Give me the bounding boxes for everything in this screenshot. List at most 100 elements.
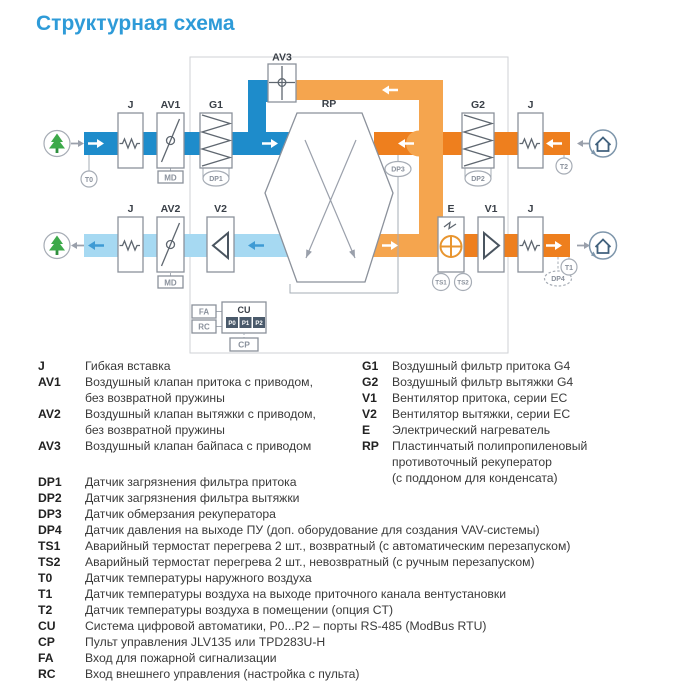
port-p1 [239,317,252,328]
supply-flow-arrow [262,139,278,148]
legend-code: CP [38,635,55,649]
legend-text: Датчик загрязнения фильтра притока [85,475,297,489]
legend-code: J [38,359,45,373]
legend-text: Датчик обмерзания рекуператора [85,507,276,521]
extract-fan-v2 [206,216,235,273]
legend-text: (с поддоном для конденсата) [392,471,558,485]
svg-text:T1: T1 [565,265,573,272]
supply-out-flow-arrow [546,241,562,250]
tree-icon [49,235,65,255]
actuator-md2 [157,275,184,289]
svg-text:G2: G2 [471,99,485,111]
port-p2 [253,317,265,328]
sensor-dp3 [384,160,412,178]
outdoor-air-intake [43,129,71,158]
room-extract-point [588,129,618,158]
legend-text: Электрический нагреватель [392,423,551,437]
rp-label: RP [322,98,337,110]
flex-insert-j3 [517,216,544,273]
supply-flow-arrow [88,139,104,148]
svg-text:T2: T2 [560,164,568,171]
sensor-t1 [560,258,578,276]
legend-row: V2 Вентилятор вытяжки, серии EC [362,406,587,422]
cp-label: CP [238,340,250,350]
outdoor-air-discharge [43,231,71,260]
exhaust-flow-arrow [88,241,104,250]
p1-label: P1 [242,321,250,327]
svg-text:T0: T0 [85,177,93,184]
legend-code: DP3 [38,507,62,521]
svg-text:DP3: DP3 [391,167,405,174]
supply-fan-v1 [477,216,505,273]
svg-text:J: J [128,203,134,215]
port-p0 [226,317,238,328]
legend-code: V2 [362,407,377,421]
legend-row: RP Пластинчатый полипропиленовый [362,438,587,454]
cu-label: CU [238,305,251,315]
filter-g2 [461,112,495,169]
room-extract-arrow [577,140,590,147]
svg-text:AV3: AV3 [272,52,292,64]
filter-g1 [199,112,233,169]
legend-row: без возвратной пружины [38,422,316,438]
legend-code: RC [38,667,56,681]
sensor-wires [88,155,570,293]
legend-text: Пластинчатый полипропиленовый [392,439,588,453]
legend-code: FA [38,651,54,665]
legend-row: G1 Воздушный фильтр притока G4 [362,358,587,374]
components: MD [117,63,544,289]
md2-label: MD [164,279,177,288]
sensor-ts2 [453,272,473,292]
legend-row: без возвратной пружины [38,390,316,406]
legend-code: G1 [362,359,379,373]
legend-code [362,454,392,470]
svg-text:J: J [128,99,134,111]
legend-text: Воздушный фильтр притока G4 [392,359,571,373]
control-block: FA RC CU P0 P1 P2 CP [191,301,267,352]
supply-intake-duct [84,132,290,155]
legend-code: T2 [38,603,53,617]
svg-text:G1: G1 [209,99,223,111]
house-icon [591,238,612,257]
legend-text: Датчик загрязнения фильтра вытяжки [85,491,300,505]
svg-text:TS1: TS1 [435,280,447,287]
legend-text: Аварийный термостат перегрева 2 шт., воз… [85,539,571,553]
p2-label: P2 [255,321,263,327]
sensor-dp2 [464,170,492,187]
duct-crossover-bump [406,130,432,157]
sensors: T0 DP1 DP2 DP3 DP4 T2 T1 TS1 TS2 [80,157,578,292]
legend-text: Вентилятор вытяжки, серии EC [392,407,571,421]
legend-text: Датчик температуры воздуха на выходе при… [85,587,507,601]
tree-icon [49,133,65,153]
legend-row: DP1 Датчик загрязнения фильтра притока [38,474,570,490]
legend-code: RP [362,439,379,453]
legend-text: без возвратной пружины [85,391,225,405]
flow-arrows [71,85,590,250]
sensor-dp1 [202,170,230,187]
legend-code: AV3 [38,439,61,453]
svg-text:J: J [528,99,534,111]
legend-text: Датчик давления на выходе ПУ (доп. обору… [85,523,540,537]
bypass-riser-duct [248,80,270,132]
intake-arrow [71,140,84,147]
fire-alarm-input-fa [191,304,217,319]
bypass-top-duct [296,80,443,100]
legend-code: DP1 [38,475,62,489]
legend-text: Вентилятор притока, серии EC [392,391,568,405]
legend-row: TS1 Аварийный термостат перегрева 2 шт., … [38,538,570,554]
svg-text:DP1: DP1 [209,176,223,183]
legend-code: G2 [362,375,379,389]
legend-row: DP3 Датчик обмерзания рекуператора [38,506,570,522]
control-panel-cp [229,337,259,352]
legend-code: TS1 [38,539,61,553]
